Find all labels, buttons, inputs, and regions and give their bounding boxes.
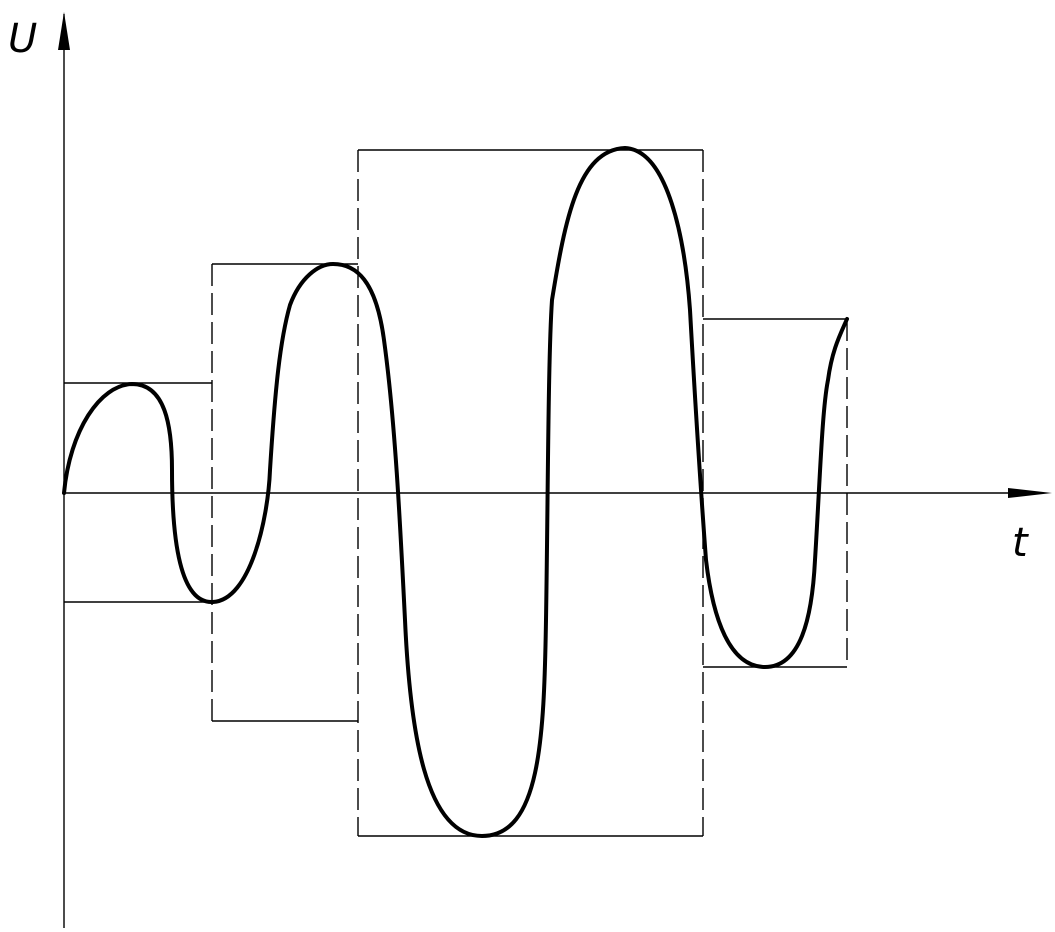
y-axis-arrow: [58, 12, 70, 50]
x-axis-label: t: [1012, 520, 1029, 566]
y-axis: U: [8, 12, 70, 928]
interval-dividers: [211, 150, 848, 836]
voltage-waveform: [62, 146, 849, 838]
x-axis: t: [64, 488, 1052, 566]
y-axis-label: U: [8, 16, 37, 62]
x-axis-arrow: [1008, 488, 1052, 498]
